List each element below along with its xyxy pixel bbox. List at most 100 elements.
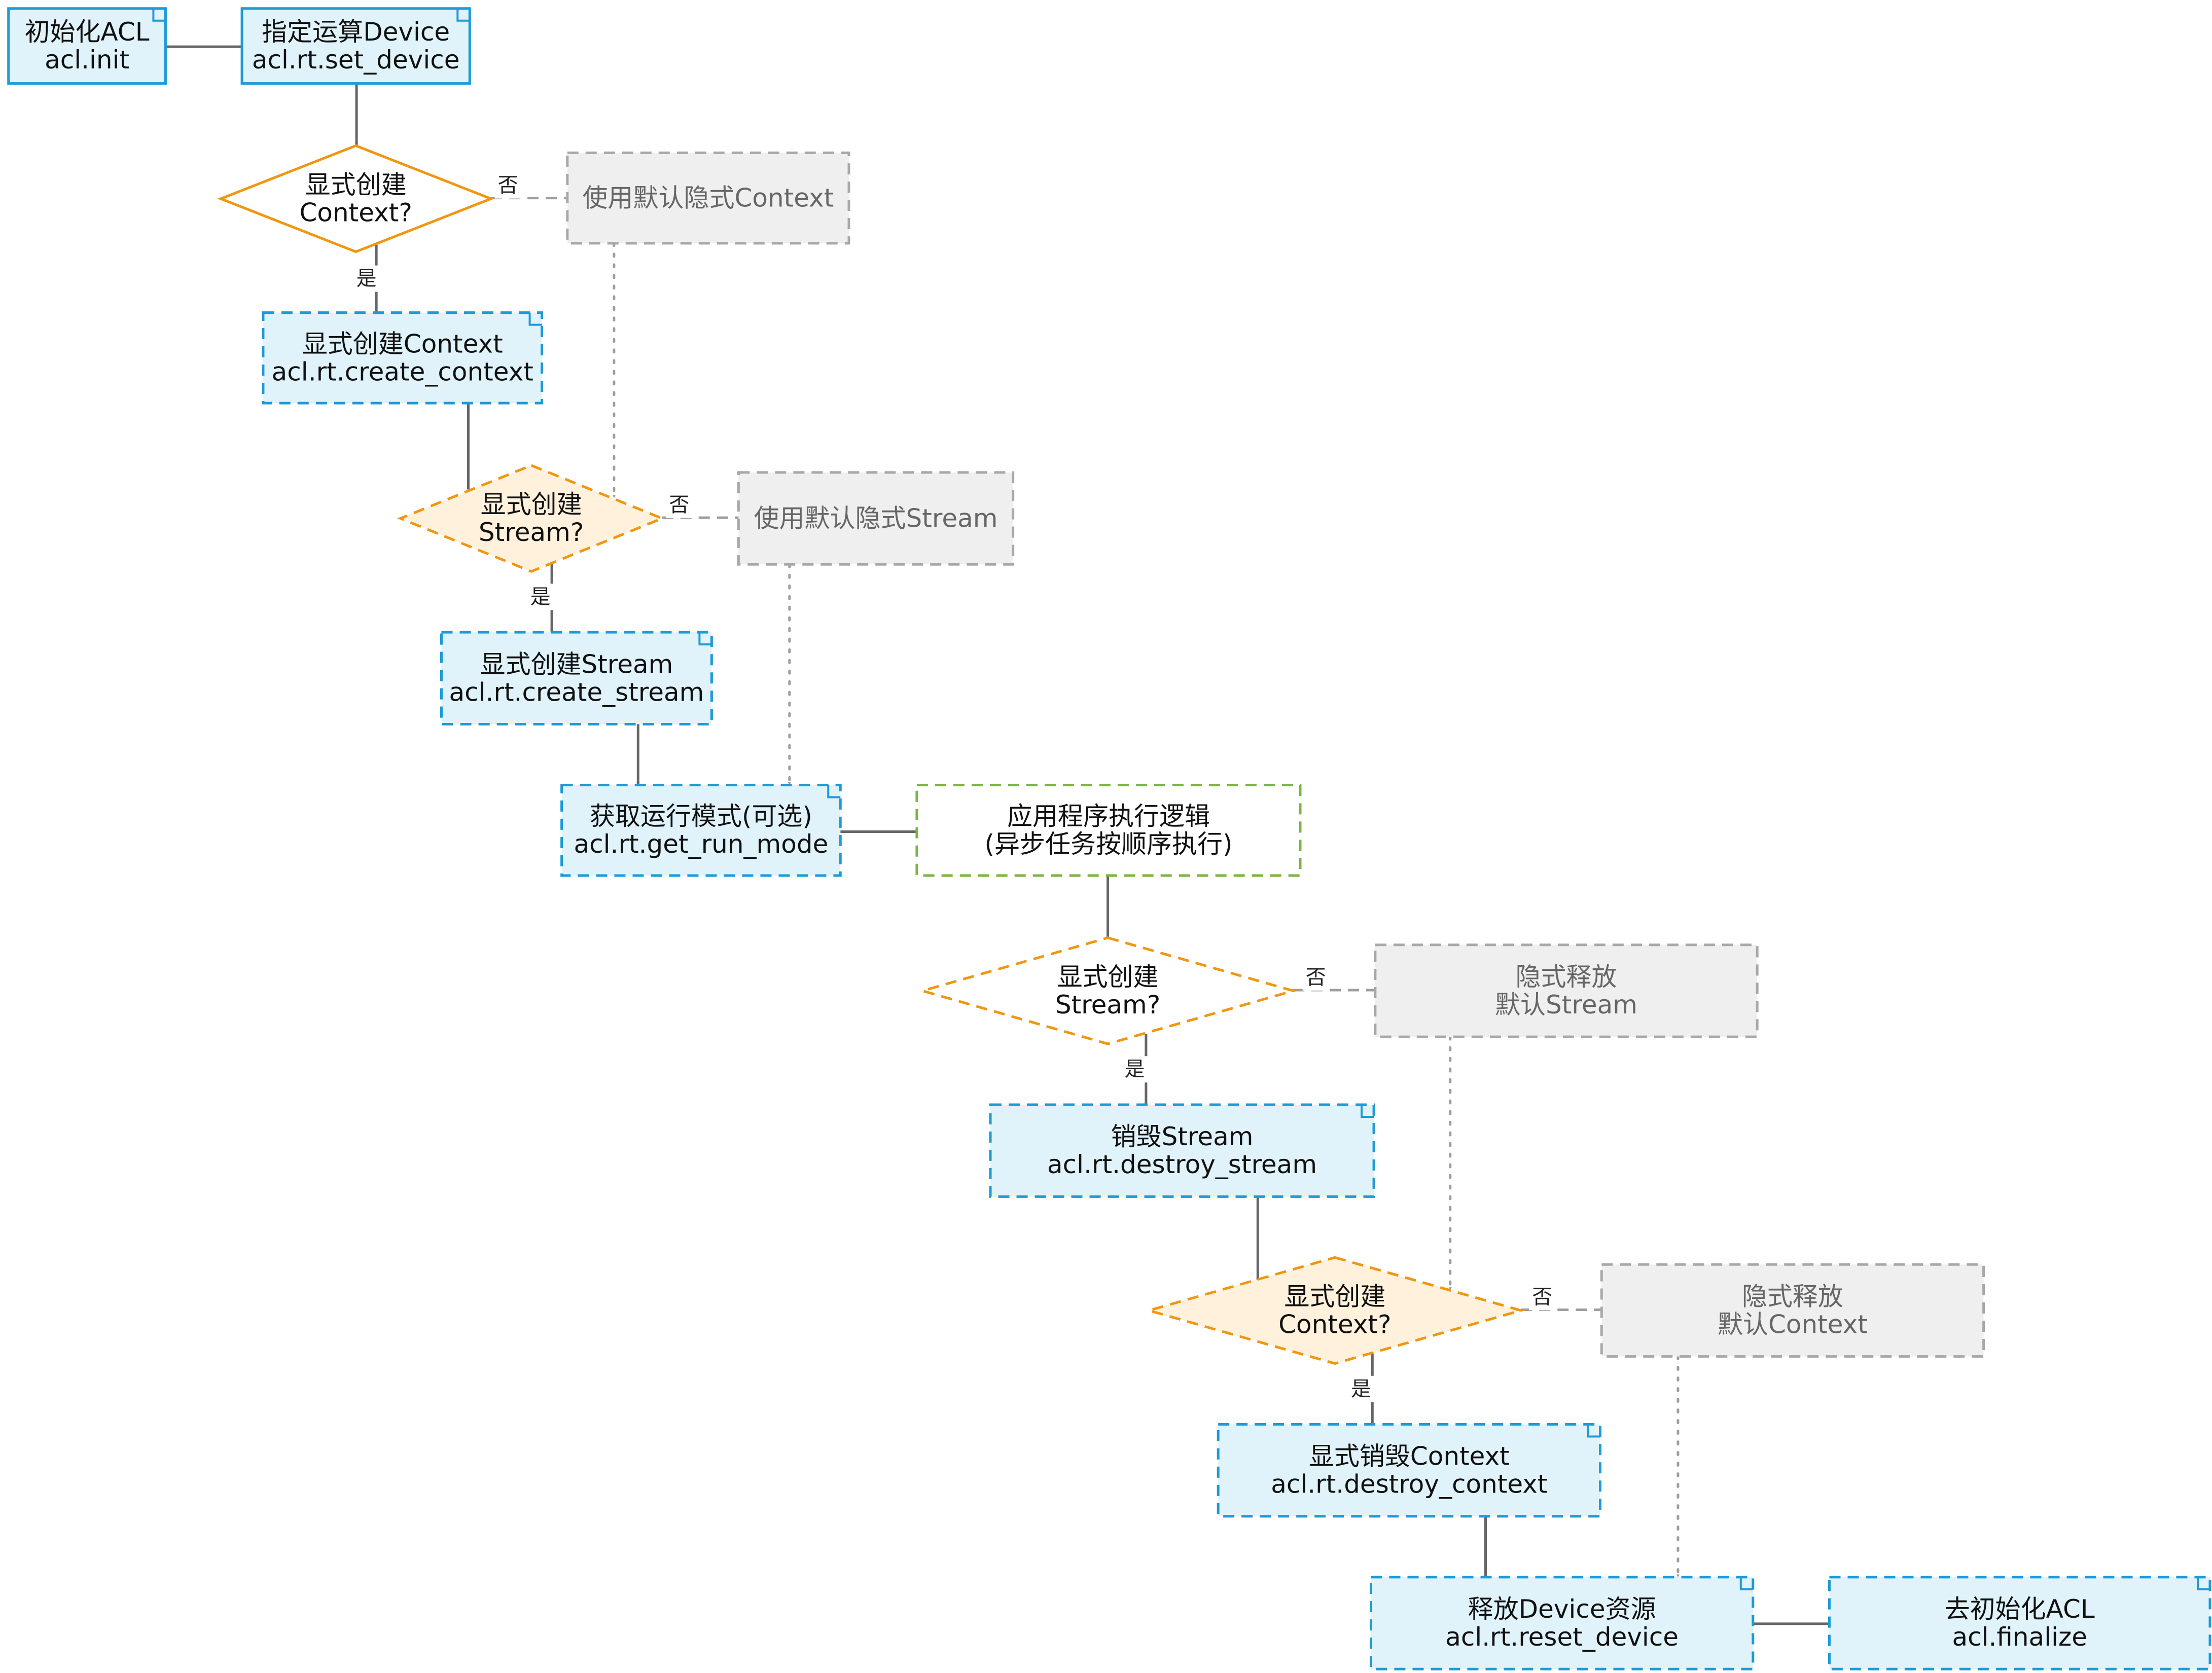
edge-label-bg (1302, 964, 1329, 991)
node-box (560, 783, 842, 877)
fold-corner (2196, 1577, 2210, 1590)
node-box (1600, 1263, 1985, 1358)
node-label: 显式创建 (305, 170, 407, 199)
edge-label-bg (494, 172, 521, 199)
fold-corner (528, 312, 542, 326)
node-label: acl.rt.create_stream (449, 677, 704, 707)
node-label: acl.rt.get_run_mode (574, 829, 829, 859)
edge-label-bg (1347, 1375, 1374, 1402)
fold-corner (1739, 1577, 1753, 1590)
node-app-logic: 应用程序执行逻辑(异步任务按顺序执行) (915, 783, 1302, 877)
edge-stream2-yes-to-destroy: 是 (1121, 1034, 1148, 1105)
node-label: 获取运行模式(可选) (590, 802, 812, 831)
node-label: 使用默认隐式Stream (754, 504, 998, 533)
decision-shape (397, 464, 666, 573)
node-box (1370, 1576, 1755, 1670)
node-label: 应用程序执行逻辑 (1007, 802, 1210, 831)
node-box (1374, 943, 1759, 1038)
edge-label: 是 (356, 267, 377, 290)
fold-corner (827, 785, 841, 798)
edge-label: 否 (1532, 1285, 1552, 1308)
edge-label: 否 (1306, 966, 1326, 989)
decision-shape (1144, 1256, 1526, 1365)
node-label: acl.rt.set_device (252, 45, 460, 75)
node-label: acl.init (45, 45, 129, 75)
edge-label-bg (666, 492, 693, 519)
edge-context2-yes-to-destroy: 是 (1347, 1354, 1374, 1425)
node-label: acl.rt.destroy_context (1271, 1470, 1547, 1499)
node-box (989, 1103, 1375, 1198)
node-box (737, 471, 1015, 566)
node-label: 隐式释放 (1742, 1282, 1843, 1311)
node-label: 显式创建Stream (480, 649, 673, 679)
fold-corner (1587, 1424, 1600, 1438)
edge-context-no-to-default: 否 (491, 172, 568, 200)
node-label: 销毁Stream (1111, 1122, 1254, 1151)
node-box (915, 783, 1302, 877)
decision-shape (917, 936, 1298, 1045)
edge-label: 是 (1125, 1058, 1145, 1081)
decision-decide-stream-1: 显式创建Stream? (397, 464, 666, 573)
fold-corner (152, 8, 166, 22)
edge-label-bg (1529, 1284, 1556, 1311)
node-label: 显式创建 (1057, 962, 1159, 992)
edge-context2-no-to-release: 否 (1521, 1284, 1602, 1312)
node-label: Stream? (1055, 990, 1160, 1020)
node-label: acl.rt.destroy_stream (1047, 1150, 1317, 1179)
node-label: 显式创建Context (302, 329, 503, 358)
edge-stream-yes-to-create: 是 (527, 563, 554, 633)
node-box (566, 151, 850, 245)
node-label: 默认Stream (1495, 990, 1637, 1020)
node-label: 使用默认隐式Context (582, 184, 834, 213)
node-box (1217, 1423, 1601, 1518)
node-label: 显式创建 (1284, 1282, 1385, 1311)
edge-stream2-no-to-release: 否 (1293, 964, 1376, 992)
node-label: 释放Device资源 (1468, 1594, 1656, 1624)
node-label: 默认Context (1718, 1310, 1868, 1339)
edge-label: 是 (530, 585, 551, 608)
node-default-context: 使用默认隐式Context (566, 151, 850, 245)
node-box (440, 631, 713, 725)
node-label: 指定运算Device (262, 17, 450, 47)
node-label: acl.rt.create_context (272, 357, 533, 386)
edge-label-bg (353, 265, 380, 292)
node-label: acl.finalize (1952, 1622, 2087, 1652)
node-label: 初始化ACL (25, 17, 150, 47)
edge-stream-no-to-default: 否 (662, 492, 739, 520)
node-label: (异步任务按顺序执行) (984, 829, 1232, 859)
node-label: 显式销毁Context (1309, 1442, 1510, 1471)
node-label: Context? (299, 198, 412, 227)
node-label: 去初始化ACL (1945, 1594, 2095, 1624)
fold-corner (698, 632, 712, 646)
edge-label-bg (527, 584, 554, 610)
edge-context-yes-to-create: 是 (353, 244, 380, 313)
node-box (262, 311, 544, 405)
fold-corner (1361, 1104, 1374, 1118)
node-box (1828, 1576, 2211, 1670)
edge-label: 否 (669, 493, 689, 517)
edge-label: 是 (1351, 1377, 1371, 1401)
node-label: acl.rt.reset_device (1445, 1622, 1679, 1652)
decision-decide-stream-2: 显式创建Stream? (917, 936, 1298, 1045)
decision-decide-context-1: 显式创建Context? (217, 144, 494, 253)
node-box (7, 7, 167, 85)
node-box (240, 7, 471, 85)
node-label: 隐式释放 (1516, 962, 1617, 992)
node-default-stream: 使用默认隐式Stream (737, 471, 1015, 566)
node-label: Context? (1278, 1310, 1391, 1339)
node-label: 显式创建 (481, 490, 582, 519)
node-get-run-mode: 获取运行模式(可选)acl.rt.get_run_mode (560, 783, 842, 877)
edge-label: 否 (498, 173, 518, 197)
edge-label-bg (1121, 1056, 1148, 1083)
fold-corner (456, 8, 470, 22)
